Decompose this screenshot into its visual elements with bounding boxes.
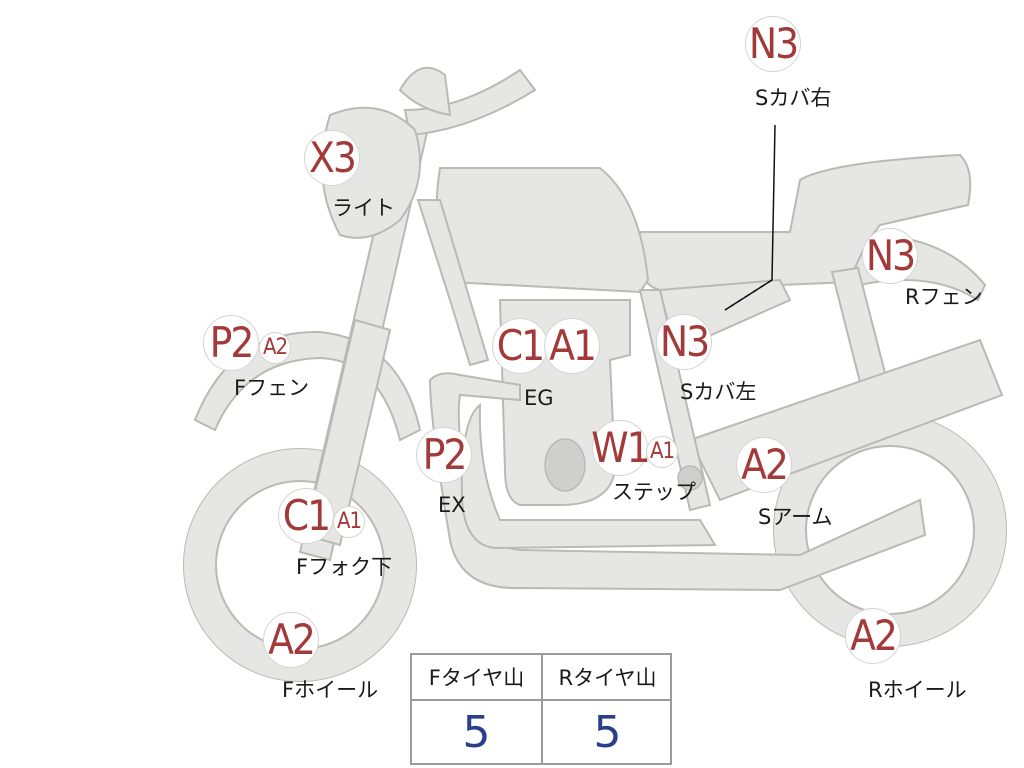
label-side-cover-right: Sカバ右 bbox=[755, 86, 832, 110]
rear-tire-tread-value: 5 bbox=[593, 706, 622, 758]
code-badge-rear-wheel-1: A2 bbox=[845, 608, 901, 664]
table-divider bbox=[541, 655, 543, 763]
front-tire-tread-header: Fタイヤ山 bbox=[412, 655, 541, 701]
label-engine: EG bbox=[524, 386, 554, 410]
label-rear-wheel: Rホイール bbox=[868, 678, 967, 702]
leader-line-dash bbox=[724, 279, 773, 311]
rear-tire-tread-header: Rタイヤ山 bbox=[543, 655, 672, 701]
label-rear-fender: Rフェン bbox=[905, 285, 983, 309]
step-peg-shape bbox=[677, 465, 703, 491]
fuel-tank-shape bbox=[435, 167, 650, 294]
frame-shape bbox=[416, 199, 490, 367]
label-exhaust: EX bbox=[438, 493, 466, 517]
label-swing-arm: Sアーム bbox=[758, 505, 833, 529]
tire-tread-table: Fタイヤ山 Rタイヤ山 5 5 bbox=[410, 653, 672, 765]
front-tire-tread-value: 5 bbox=[462, 706, 491, 758]
code-badge-side-cover-right-1: N3 bbox=[745, 16, 801, 72]
code-badge-light-1: X3 bbox=[304, 130, 360, 186]
code-badge-engine-1: C1 bbox=[492, 318, 548, 374]
code-badge-step-2: A1 bbox=[646, 436, 678, 468]
code-badge-side-cover-left-1: N3 bbox=[656, 314, 712, 370]
engine-cover-shape bbox=[544, 438, 586, 492]
code-badge-front-fork-lower-1: C1 bbox=[278, 488, 334, 544]
code-badge-swing-arm-1: A2 bbox=[736, 437, 792, 493]
label-front-wheel: Fホイール bbox=[282, 678, 379, 702]
label-front-fork-lower: Fフォク下 bbox=[296, 555, 393, 579]
code-badge-engine-2: A1 bbox=[544, 318, 600, 374]
code-badge-step-1: W1 bbox=[591, 420, 651, 476]
code-badge-front-fender-2: A2 bbox=[259, 332, 291, 364]
seat-shape bbox=[639, 153, 972, 292]
code-badge-front-fork-lower-2: A1 bbox=[333, 506, 365, 538]
fork-slider-shape bbox=[303, 318, 392, 547]
mirror-shape bbox=[398, 66, 452, 117]
code-badge-front-fender-1: P2 bbox=[203, 315, 259, 371]
label-step: ステップ bbox=[612, 480, 696, 504]
code-badge-exhaust-1: P2 bbox=[416, 427, 472, 483]
label-front-fender: Fフェン bbox=[234, 376, 310, 400]
code-badge-front-wheel-1: A2 bbox=[263, 612, 319, 668]
code-badge-rear-fender-1: N3 bbox=[862, 228, 918, 284]
label-light: ライト bbox=[332, 196, 395, 220]
label-side-cover-left: Sカバ左 bbox=[680, 380, 757, 404]
